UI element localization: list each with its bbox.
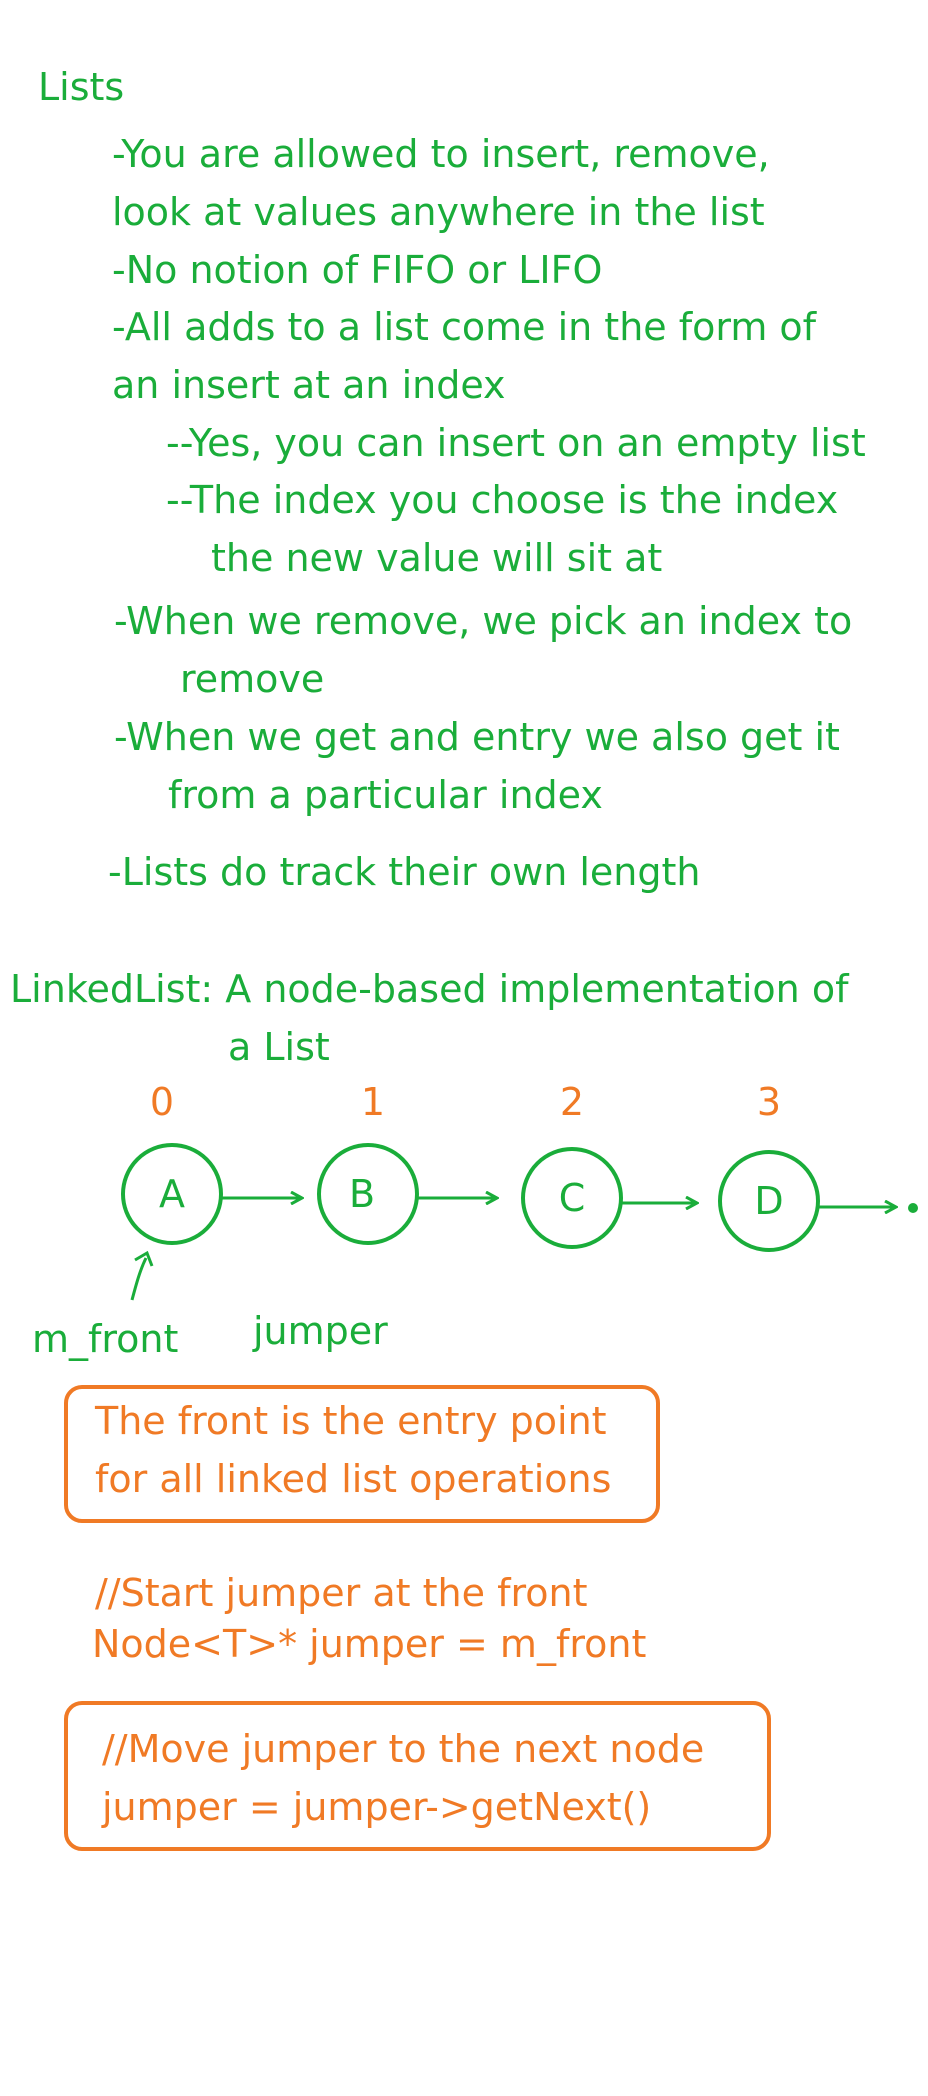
node-label: C <box>559 1176 586 1220</box>
node-label: B <box>349 1172 375 1216</box>
m-front-label: m_front <box>32 1317 179 1361</box>
note-line: --The index you choose is the index <box>166 478 839 522</box>
node: C <box>521 1147 623 1249</box>
front-note-line: for all linked list operations <box>95 1457 612 1501</box>
note-line: --Yes, you can insert on an empty list <box>166 421 866 465</box>
note-line: remove <box>180 657 325 701</box>
linked-list-title-cont: a List <box>228 1025 330 1069</box>
lists-heading: Lists <box>38 65 125 109</box>
linked-list-title: LinkedList: A node-based implementation … <box>10 967 849 1011</box>
start-jumper-code: Node<T>* jumper = m_front <box>92 1622 647 1666</box>
null-end-dot <box>908 1203 918 1213</box>
front-note-line: The front is the entry point <box>95 1399 607 1443</box>
node-label: D <box>754 1179 783 1223</box>
node-label: A <box>159 1172 185 1216</box>
index-label: 2 <box>560 1080 584 1124</box>
front-pointer-arrowhead <box>134 1250 154 1267</box>
note-line: an insert at an index <box>112 363 506 407</box>
note-line: -When we get and entry we also get it <box>114 715 840 759</box>
move-jumper-box <box>64 1701 771 1851</box>
index-label: 1 <box>361 1080 385 1124</box>
index-label: 3 <box>757 1080 781 1124</box>
node: D <box>718 1150 820 1252</box>
note-line: -Lists do track their own length <box>108 850 701 894</box>
index-label: 0 <box>150 1080 174 1124</box>
jumper-label: jumper <box>253 1309 388 1353</box>
front-note-box <box>64 1385 660 1523</box>
node: A <box>121 1143 223 1245</box>
note-line: -No notion of FIFO or LIFO <box>112 248 603 292</box>
front-pointer-arrow <box>130 1257 148 1301</box>
node: B <box>317 1143 419 1245</box>
start-jumper-comment: //Start jumper at the front <box>95 1571 588 1615</box>
move-jumper-code: jumper = jumper->getNext() <box>102 1785 652 1829</box>
note-line: the new value will sit at <box>211 536 663 580</box>
note-line: -When we remove, we pick an index to <box>114 599 853 643</box>
note-line: look at values anywhere in the list <box>112 190 765 234</box>
move-jumper-comment: //Move jumper to the next node <box>102 1727 705 1771</box>
note-line: -All adds to a list come in the form of <box>112 305 817 349</box>
note-line: -You are allowed to insert, remove, <box>112 132 770 176</box>
note-line: from a particular index <box>168 773 603 817</box>
